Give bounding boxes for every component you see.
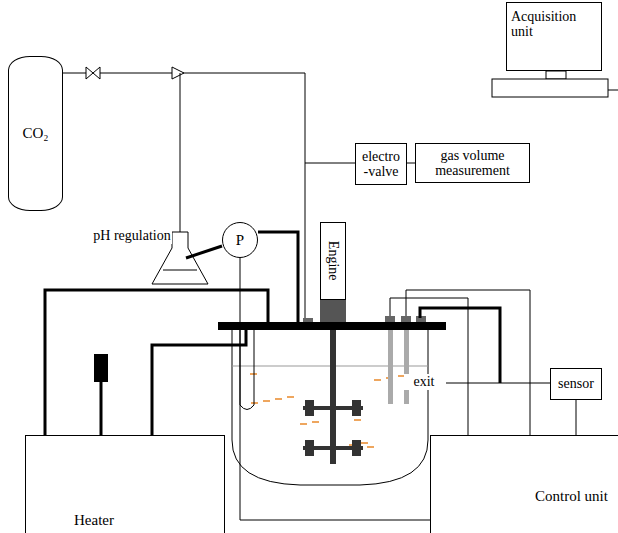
motor-coupling [320, 300, 346, 324]
monitor-screen: Acquisition unit [506, 2, 602, 71]
pipe [186, 246, 222, 258]
gas-line [35, 56, 305, 322]
exit-label: exit [404, 374, 444, 390]
heating-pipe [152, 330, 246, 435]
connector [407, 163, 415, 164]
process-box: gas volume measurement [415, 143, 530, 183]
device-label: pH regulation [92, 228, 172, 244]
bubble [287, 396, 294, 398]
impeller-blade [352, 440, 361, 456]
node-label: electro -valve [358, 149, 404, 180]
control-wire [406, 290, 530, 435]
node-label: Acquisition unit [511, 9, 597, 40]
gas-line [305, 163, 355, 164]
bubble [300, 423, 307, 425]
node-label: Heater [74, 512, 114, 529]
exit-pipe [420, 308, 500, 383]
impeller-blade [305, 400, 314, 416]
monitor-stand [546, 71, 566, 79]
gas-line [180, 73, 181, 236]
sensor-box: sensor [550, 368, 602, 400]
node-label: CO₂ [22, 125, 48, 142]
node-label: Engine [325, 241, 340, 281]
probe [388, 326, 393, 404]
bubble [312, 421, 319, 423]
engine-box: Engine [320, 222, 346, 300]
bubble [263, 400, 270, 402]
node-label: gas volume measurement [418, 148, 527, 179]
control-unit-box: Control unit [430, 435, 618, 533]
bubbles [250, 374, 405, 447]
bubble [275, 398, 282, 400]
shaft [330, 324, 336, 464]
connector-line [407, 163, 415, 164]
heating-pipe [45, 290, 268, 435]
control-wire [390, 298, 468, 435]
data-wire [608, 90, 618, 91]
check-valve [172, 67, 184, 79]
exit-line [446, 383, 550, 384]
pipe [258, 232, 298, 324]
connector [576, 400, 577, 435]
node-label: sensor [558, 376, 594, 391]
bubble [354, 419, 361, 421]
pipe [100, 382, 103, 435]
heater-box: Heater [25, 435, 225, 533]
impeller-blade [305, 440, 314, 456]
bubble [374, 379, 381, 381]
bubble [361, 442, 368, 444]
impeller-blade [352, 400, 361, 416]
pump-block [94, 354, 108, 382]
node-label: P [236, 232, 244, 249]
liquid-level [163, 270, 197, 271]
pump-circle: P [222, 222, 258, 258]
reactor-lid [218, 322, 446, 330]
valve-symbol [86, 67, 100, 79]
connector-line [576, 400, 577, 435]
gas-cylinder: CO₂ [8, 56, 63, 211]
keyboard [492, 79, 608, 97]
probe [404, 326, 409, 404]
node-label: Control unit [535, 488, 608, 505]
bubble [367, 446, 374, 448]
valve-box: electro -valve [355, 143, 407, 185]
